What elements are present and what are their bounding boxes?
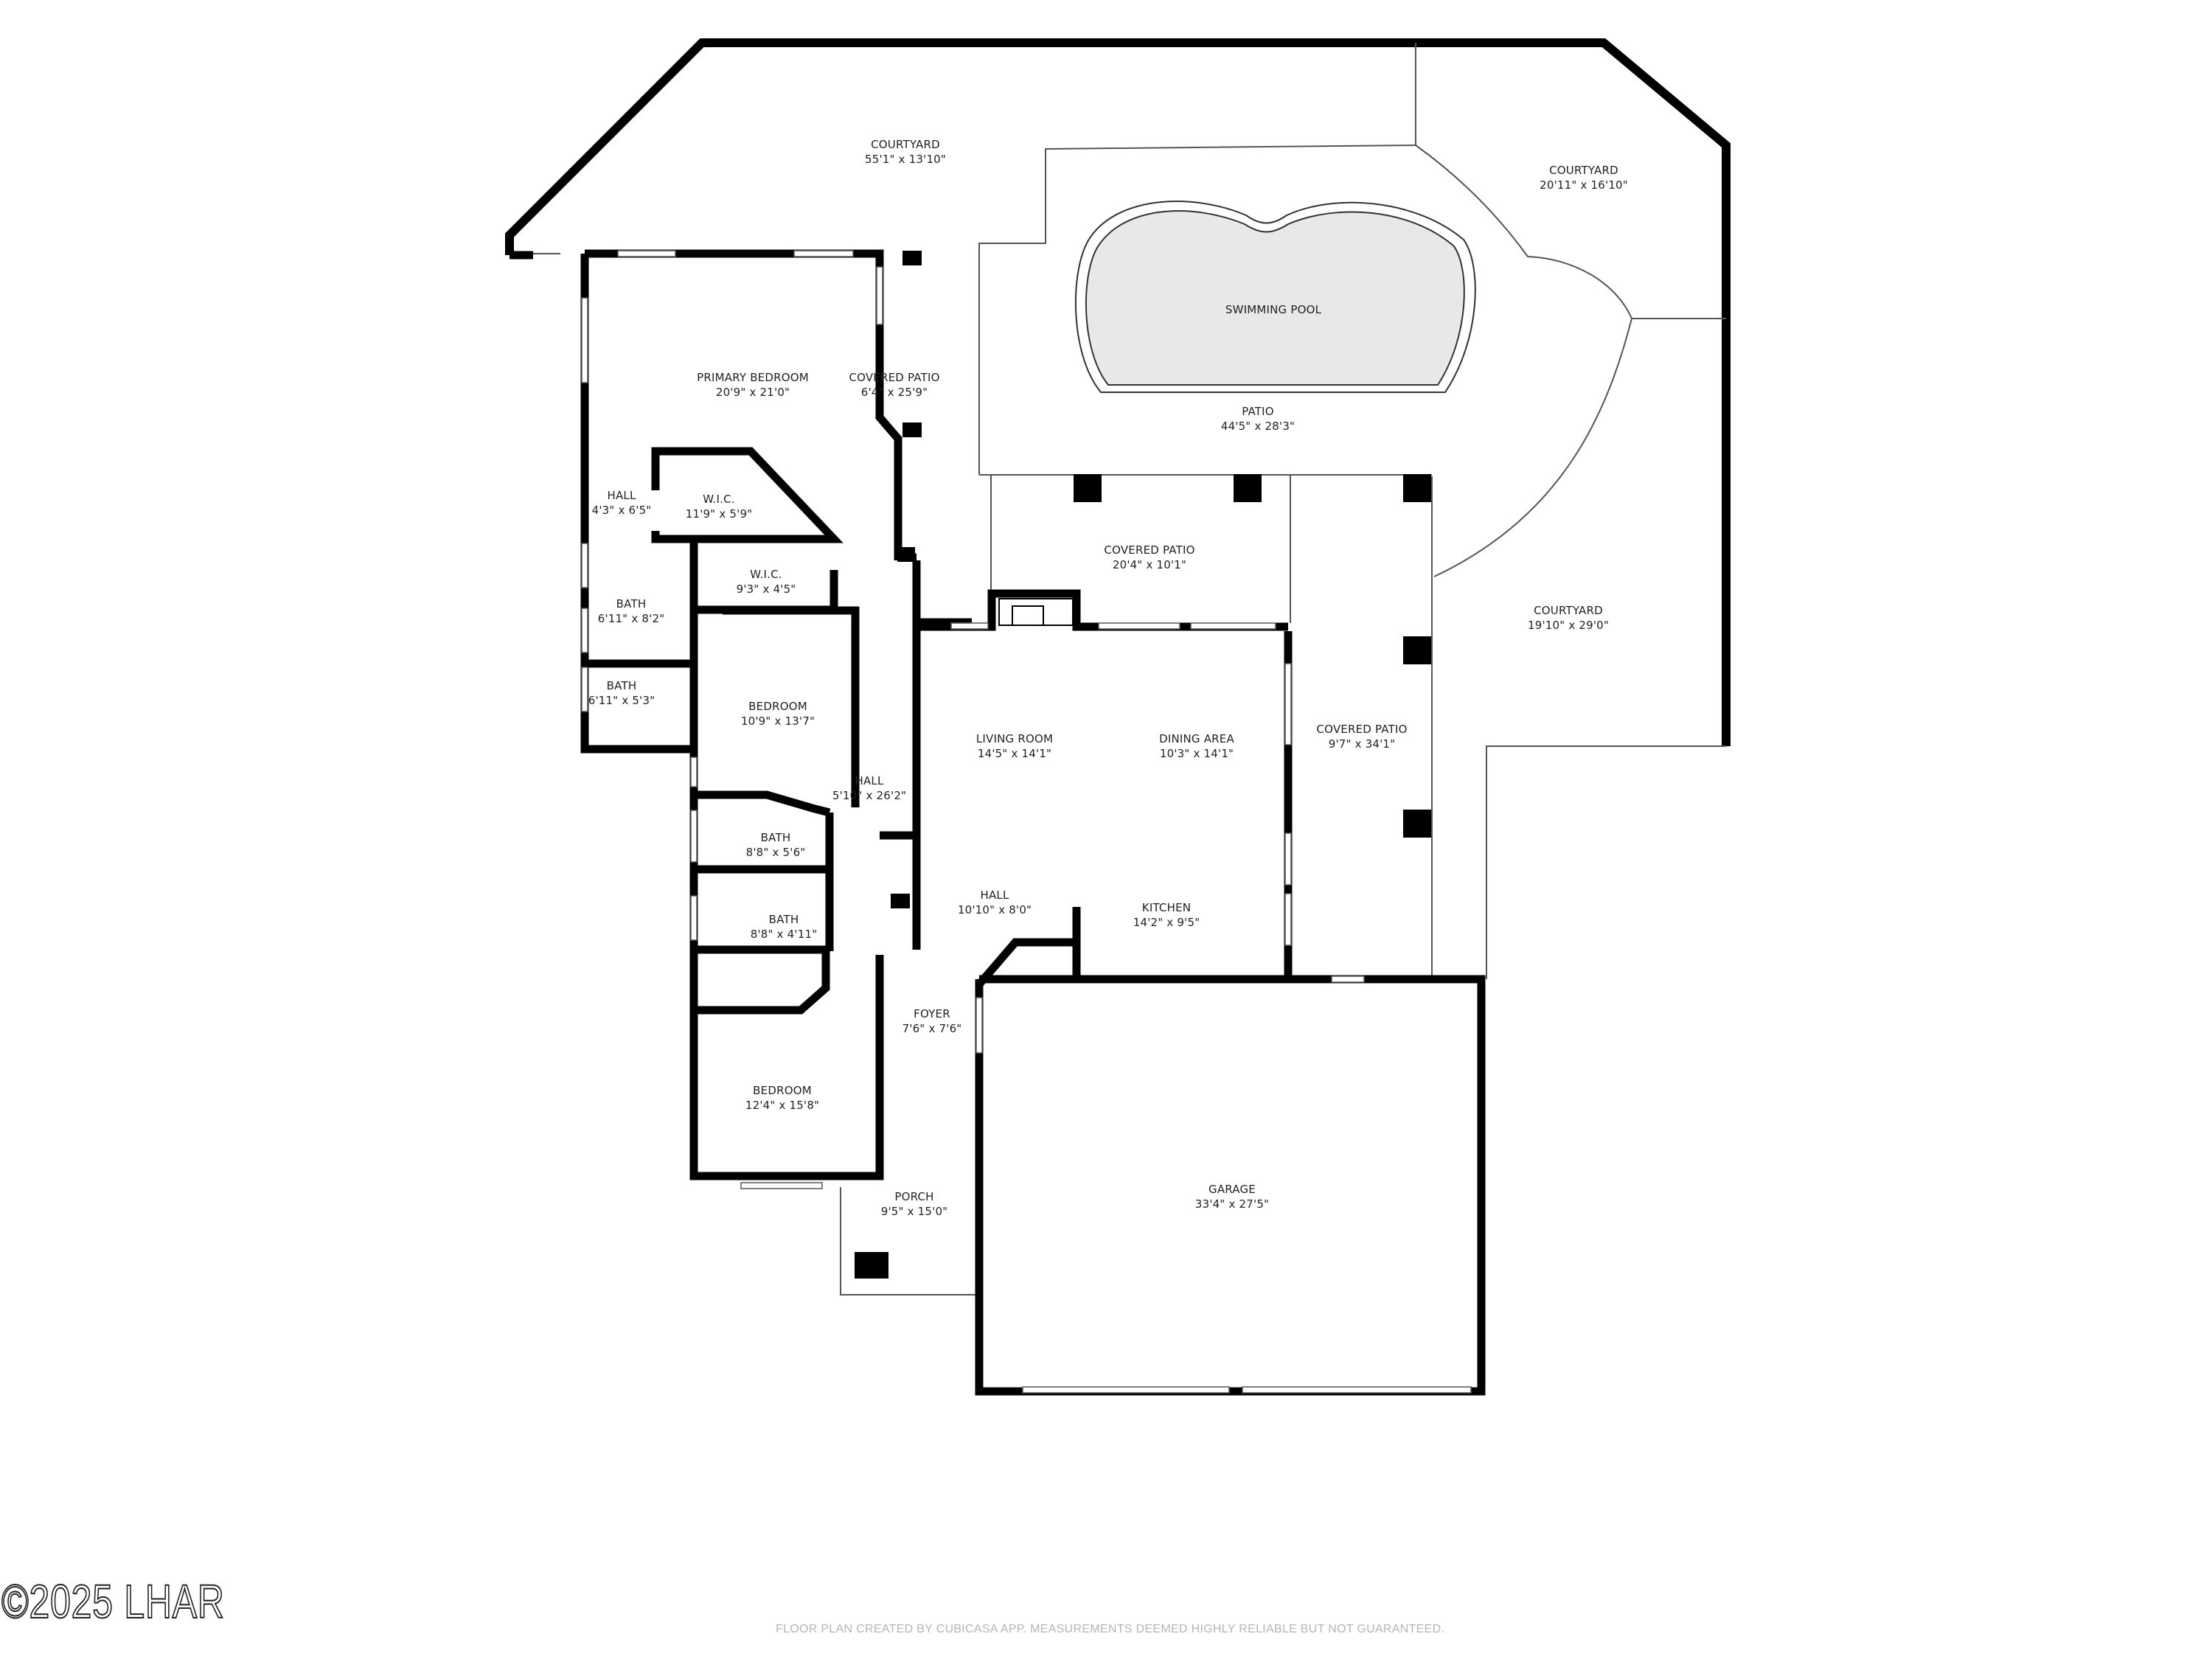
room-name: KITCHEN	[1141, 901, 1192, 914]
room-name: COVERED PATIO	[1104, 543, 1195, 557]
room-label-bath-2: BATH 8'8" x 5'6"	[746, 830, 806, 860]
room-dimensions: 5'10" x 26'2"	[832, 789, 907, 802]
house-walls	[509, 249, 1486, 1396]
room-label-living-room: LIVING ROOM 14'5" x 14'1"	[976, 731, 1053, 761]
room-dimensions: 44'5" x 28'3"	[1220, 420, 1295, 433]
room-label-hall-central: HALL 5'10" x 26'2"	[832, 773, 906, 803]
room-label-dining-area: DINING AREA 10'3" x 14'1"	[1159, 731, 1234, 761]
swimming-pool	[1074, 201, 1476, 393]
room-label-foyer: FOYER 7'6" x 7'6"	[902, 1006, 962, 1036]
room-dimensions: 9'5" x 15'0"	[880, 1205, 948, 1218]
room-dimensions: 7'6" x 7'6"	[902, 1022, 962, 1035]
room-name: COVERED PATIO	[1316, 723, 1408, 736]
room-dimensions: 8'8" x 4'11"	[750, 928, 818, 941]
room-dimensions: 19'10" x 29'0"	[1527, 619, 1610, 632]
room-name: PRIMARY BEDROOM	[697, 371, 809, 384]
room-label-courtyard-east: COURTYARD 19'10" x 29'0"	[1528, 603, 1609, 633]
room-dimensions: 6'4" x 25'9"	[860, 386, 928, 399]
room-name: BEDROOM	[748, 700, 807, 713]
courtyard-dividers	[518, 43, 1726, 1295]
room-label-swimming-pool: SWIMMING POOL	[1225, 302, 1321, 317]
room-name: GARAGE	[1208, 1183, 1256, 1196]
room-dimensions: 20'11" x 16'10"	[1540, 178, 1628, 192]
room-name: COVERED PATIO	[849, 371, 940, 384]
room-dimensions: 20'9" x 21'0"	[715, 386, 790, 399]
room-label-kitchen: KITCHEN 14'2" x 9'5"	[1133, 900, 1200, 930]
room-label-wic-second: W.I.C.9'3" x 4'5"	[737, 567, 796, 597]
room-dimensions: 14'2" x 9'5"	[1133, 916, 1200, 929]
room-name: DINING AREA	[1159, 732, 1234, 745]
room-name: HALL	[855, 774, 884, 787]
room-dimensions: 55'1" x 13'10"	[864, 153, 947, 166]
room-label-wic-primary: W.I.C.11'9" x 5'9"	[686, 492, 753, 521]
room-dimensions: 10'9" x 13'7"	[740, 714, 815, 728]
room-name: FOYER	[914, 1007, 950, 1020]
room-name: BEDROOM	[753, 1084, 812, 1097]
room-dimensions: 9'7" x 34'1"	[1328, 737, 1396, 751]
columns	[855, 251, 1431, 1279]
room-dimensions: 6'11" x 5'3"	[588, 694, 655, 707]
room-name: COURTYARD	[871, 138, 940, 151]
copyright-watermark: ©2025 LHAR	[1, 1574, 225, 1629]
room-name: W.I.C.	[750, 568, 782, 581]
outer-boundary-walls	[505, 38, 1731, 746]
room-dimensions: 33'4" x 27'5"	[1194, 1197, 1270, 1211]
room-dimensions: 8'8" x 5'6"	[745, 846, 806, 859]
room-label-covered-patio-west: COVERED PATIO 6'4" x 25'9"	[849, 370, 939, 400]
room-dimensions: 12'4" x 15'8"	[745, 1099, 820, 1112]
floor-plan-credit: FLOOR PLAN CREATED BY CUBICASA APP. MEAS…	[776, 1623, 1445, 1635]
room-label-patio: PATIO 44'5" x 28'3"	[1221, 404, 1295, 434]
room-dimensions: 4'3" x 6'5"	[591, 504, 652, 517]
room-name: SWIMMING POOL	[1225, 303, 1322, 316]
room-label-bath-3: BATH 8'8" x 4'11"	[751, 912, 818, 942]
room-name: BATH	[606, 679, 637, 692]
room-dimensions: 20'4" x 10'1"	[1112, 558, 1187, 571]
openings	[581, 250, 1472, 1394]
room-label-hall-primary: HALL 4'3" x 6'5"	[592, 488, 652, 518]
room-name: PORCH	[894, 1190, 934, 1203]
room-name: HALL	[607, 489, 636, 502]
room-dimensions: 9'3" x 4'5"	[736, 582, 796, 596]
fireplace	[998, 598, 1074, 626]
room-dimensions: 11'9" x 5'9"	[685, 507, 753, 521]
room-name: BATH	[760, 831, 791, 844]
room-label-bedroom-3: BEDROOM 12'4" x 15'8"	[745, 1083, 819, 1113]
room-label-primary-bedroom: PRIMARY BEDROOM 20'9" x 21'0"	[697, 370, 809, 400]
room-dimensions: 10'10" x 8'0"	[957, 903, 1032, 917]
room-dimensions: 6'11" x 8'2"	[597, 612, 665, 625]
room-label-courtyard-north: COURTYARD 55'1" x 13'10"	[865, 137, 946, 167]
room-name: BATH	[616, 597, 647, 611]
room-name: COURTYARD	[1549, 164, 1618, 177]
room-label-bath-small: BATH 6'11" x 5'3"	[588, 678, 655, 708]
room-name: PATIO	[1242, 405, 1274, 418]
room-dimensions: 10'3" x 14'1"	[1159, 747, 1234, 760]
room-name: W.I.C.	[703, 493, 735, 506]
room-name: COURTYARD	[1534, 604, 1603, 617]
room-dimensions: 14'5" x 14'1"	[977, 747, 1052, 760]
room-name: HALL	[980, 888, 1009, 902]
room-name: LIVING ROOM	[975, 732, 1054, 745]
room-label-porch: PORCH 9'5" x 15'0"	[881, 1189, 948, 1219]
room-name: BATH	[768, 913, 799, 926]
